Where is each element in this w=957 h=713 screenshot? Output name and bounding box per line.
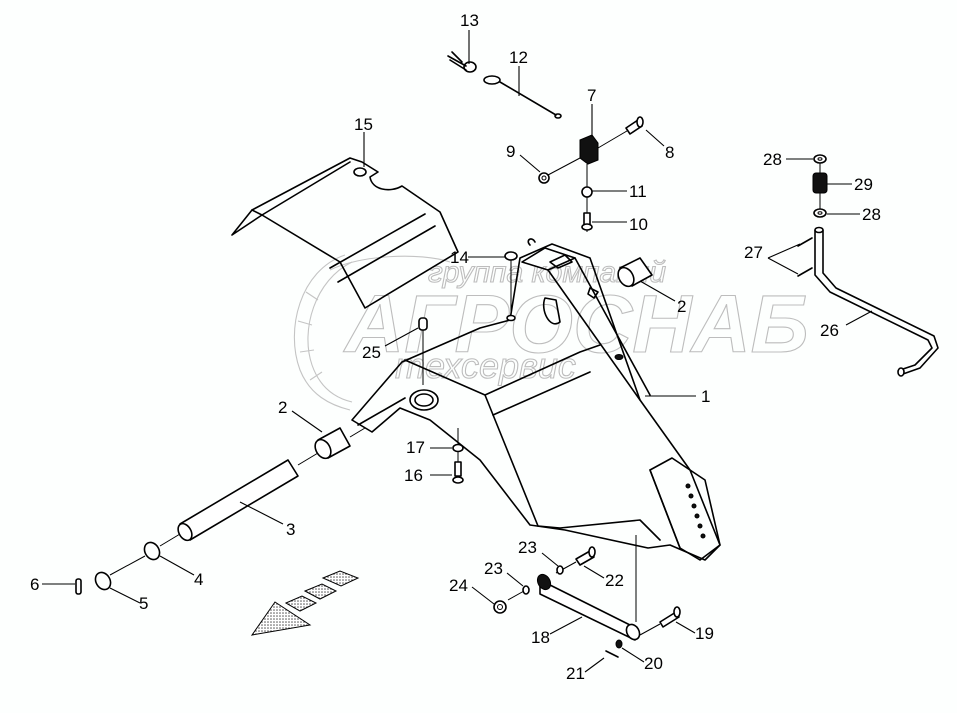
part-9-nut (538, 172, 550, 184)
travel-direction-arrow (250, 570, 360, 636)
part-18-link (536, 535, 641, 641)
callout-16: 16 (404, 466, 423, 485)
watermark-logo-wreath-icon (293, 254, 451, 411)
callout-27: 27 (744, 243, 763, 262)
part-27-roll-pins (797, 237, 813, 277)
callout-20: 20 (644, 654, 663, 673)
part-3-pin (177, 452, 319, 542)
part-4-ring (143, 533, 181, 561)
part-5-ring (94, 555, 146, 591)
part-8-bolt (625, 116, 644, 135)
part-17-washer (452, 428, 464, 453)
part-14-plug (504, 251, 518, 322)
callout-19: 19 (695, 624, 714, 643)
callout-10: 10 (629, 215, 648, 234)
part-26-rod (814, 226, 939, 377)
callout-4: 4 (194, 570, 203, 589)
callout-23-lower: 23 (484, 559, 503, 578)
part-6-pin (75, 578, 82, 595)
part-23-washer-upper (556, 565, 564, 575)
callout-1: 1 (701, 387, 710, 406)
part-28-washer-top (813, 154, 827, 164)
part-22-bolt (555, 546, 596, 574)
part-11-nut (581, 186, 593, 198)
part-28-washer-bottom (813, 208, 827, 218)
part-10-bolt (581, 212, 593, 231)
callout-5: 5 (139, 594, 148, 613)
part-21-cotter-pin (605, 650, 619, 658)
callout-21: 21 (566, 664, 585, 683)
callout-2-right: 2 (677, 297, 686, 316)
callout-29: 29 (854, 175, 873, 194)
callout-15: 15 (354, 115, 373, 134)
callout-7: 7 (587, 86, 596, 105)
callout-17: 17 (406, 438, 425, 457)
callout-13: 13 (460, 11, 479, 30)
callout-8: 8 (665, 143, 674, 162)
adjustment-holes (685, 483, 706, 539)
part-7-block (547, 127, 633, 232)
callout-28-bottom: 28 (862, 205, 881, 224)
callout-23-upper: 23 (518, 538, 537, 557)
callout-9: 9 (506, 142, 515, 161)
callout-6: 6 (30, 575, 39, 594)
callout-labels: 1 2 2 3 4 5 6 7 8 9 10 11 12 13 14 15 16… (30, 11, 881, 683)
callout-22: 22 (605, 571, 624, 590)
part-16-bolt (452, 452, 464, 484)
callout-24: 24 (449, 576, 468, 595)
callout-3: 3 (286, 520, 295, 539)
callout-12: 12 (509, 48, 528, 67)
callout-18: 18 (531, 628, 550, 647)
part-2-bushing-left (314, 427, 366, 460)
callout-2-left: 2 (278, 398, 287, 417)
part-20-washer (615, 639, 623, 649)
part-15-cover (231, 157, 459, 309)
part-24-nut (493, 600, 507, 614)
callout-25: 25 (362, 343, 381, 362)
callout-14: 14 (450, 248, 469, 267)
callout-11: 11 (629, 182, 647, 201)
watermark: группа компаний АГРОСНАБ техсервис (293, 254, 809, 411)
part-13-hair-pin (447, 51, 477, 73)
part-23-washer-lower (507, 585, 530, 601)
part-2-bushing-right (617, 257, 653, 288)
callout-26: 26 (820, 321, 839, 340)
leader-lines (42, 30, 873, 673)
part-29-spring (812, 163, 828, 209)
part-1-main-frame (351, 238, 721, 561)
part-25-grease-fitting (418, 317, 428, 385)
callout-28-top: 28 (763, 150, 782, 169)
part-19-pin (639, 606, 681, 636)
part-12-lanyard (483, 75, 562, 119)
